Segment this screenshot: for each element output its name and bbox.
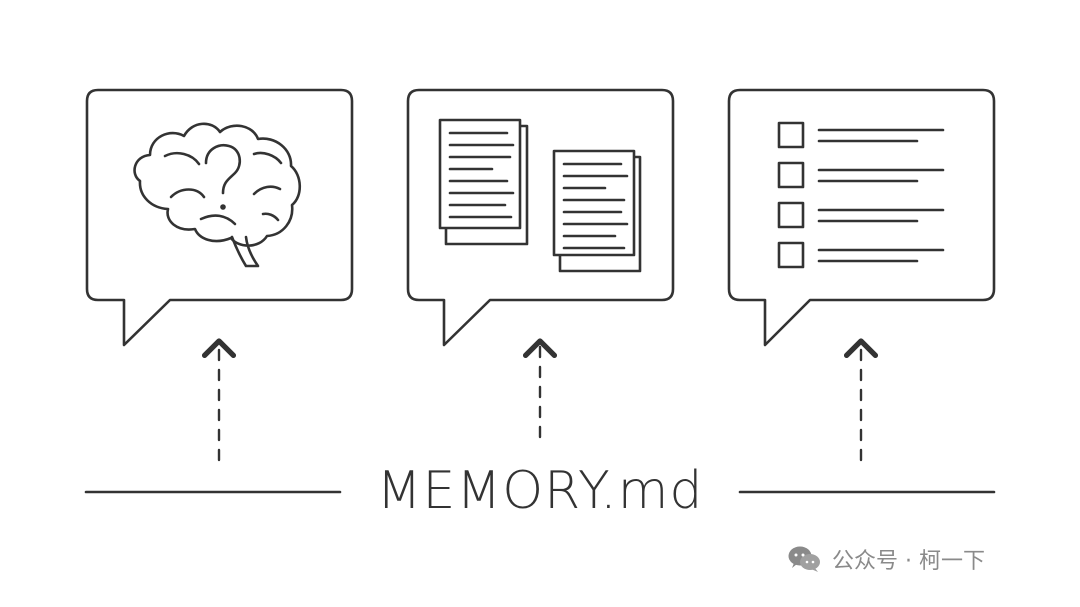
memory-card-brain [85, 88, 354, 347]
watermark: 公众号 · 柯一下 [786, 540, 985, 578]
memory-card-documents [406, 88, 675, 347]
speech-bubble-checklist [727, 88, 996, 347]
checklist-icon [777, 121, 945, 269]
memory-card-checklist [727, 88, 996, 347]
documents-icon [438, 118, 642, 273]
memory-label: MEMORY.md [376, 461, 704, 521]
wechat-icon [788, 546, 820, 572]
speech-bubble-brain [85, 88, 354, 347]
watermark-text: 公众号 · 柯一下 [832, 549, 985, 574]
brain-question-icon [133, 122, 302, 268]
